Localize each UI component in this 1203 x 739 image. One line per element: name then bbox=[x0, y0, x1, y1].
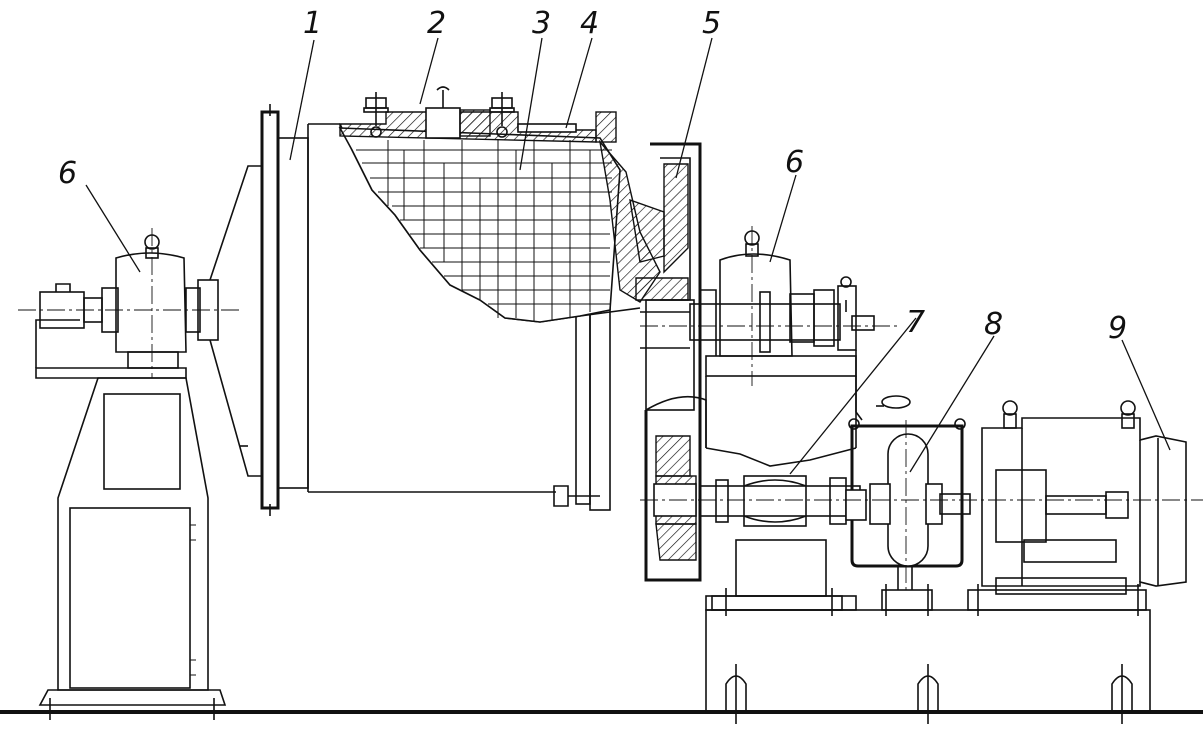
gear-reducer bbox=[845, 395, 971, 590]
liner-section bbox=[338, 127, 621, 323]
leader-lines bbox=[85, 37, 1171, 475]
label-1: 1 bbox=[303, 6, 322, 41]
label-8: 8 bbox=[984, 307, 1003, 342]
left-bearing-support bbox=[35, 234, 227, 720]
label-3: 3 bbox=[532, 6, 551, 41]
pinion-shaft bbox=[699, 475, 861, 527]
top-fittings bbox=[339, 86, 661, 303]
motor bbox=[981, 400, 1187, 595]
label-6-left: 6 bbox=[58, 156, 77, 191]
label-4: 4 bbox=[580, 6, 599, 41]
center-lines bbox=[18, 226, 1203, 592]
base-frame bbox=[705, 584, 1151, 724]
label-7: 7 bbox=[906, 305, 925, 340]
label-5: 5 bbox=[702, 6, 721, 41]
label-2: 2 bbox=[427, 6, 446, 41]
part-labels: 6 1 2 3 4 5 6 7 8 9 bbox=[58, 6, 1127, 346]
girth-gear bbox=[629, 142, 702, 582]
pinion-bearing bbox=[689, 230, 875, 448]
label-9: 9 bbox=[1108, 311, 1127, 346]
label-6-right: 6 bbox=[785, 145, 804, 180]
